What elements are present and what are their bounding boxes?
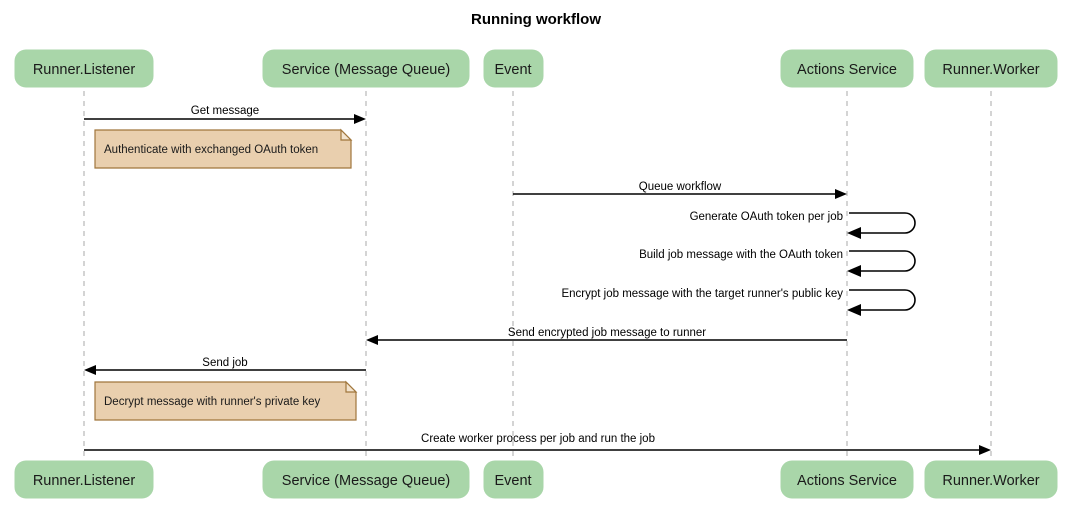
message-self-loop[interactable] (849, 250, 916, 272)
arrowhead-right-icon (835, 189, 847, 199)
participant-label: Actions Service (797, 473, 897, 489)
message-send-encrypted-job-message-to-runner[interactable]: Send encrypted job message to runner (366, 327, 847, 345)
message-label: Send job (202, 357, 247, 369)
note-label: Authenticate with exchanged OAuth token (104, 144, 318, 156)
participant-label: Service (Message Queue) (282, 62, 450, 78)
participants-top: Runner.Listener Service (Message Queue) … (14, 49, 1058, 88)
message-build-job-message-with-the-oauth-token[interactable]: Build job message with the OAuth token (639, 249, 916, 277)
participant-runner-listener-bottom[interactable]: Runner.Listener (14, 460, 154, 499)
participant-label: Event (494, 62, 531, 78)
message-encrypt-job-message-with-the-target-runners-public-key[interactable]: Encrypt job message with the target runn… (561, 288, 916, 316)
participant-label: Runner.Worker (942, 62, 1039, 78)
lifelines-group (83, 91, 992, 459)
participant-box[interactable] (14, 49, 154, 88)
arrowhead-left-icon (847, 265, 861, 277)
participant-box[interactable] (780, 49, 914, 88)
arrowhead-right-icon (979, 445, 991, 455)
arrowhead-left-icon (84, 365, 96, 375)
participant-actions-service-bottom[interactable]: Actions Service (780, 460, 914, 499)
message-queue-workflow[interactable]: Queue workflow (513, 181, 847, 199)
message-self-loop[interactable] (849, 212, 916, 234)
message-label: Send encrypted job message to runner (508, 327, 706, 339)
arrowhead-right-icon (354, 114, 366, 124)
arrowhead-left-icon (847, 227, 861, 239)
note-authenticate: Authenticate with exchanged OAuth token (94, 128, 353, 169)
participant-label: Runner.Listener (33, 473, 136, 489)
message-label: Build job message with the OAuth token (639, 249, 843, 261)
note-body (94, 381, 357, 421)
participant-label: Runner.Worker (942, 473, 1039, 489)
participant-actions-service-top[interactable]: Actions Service (780, 49, 914, 88)
message-send-job[interactable]: Send job (84, 357, 366, 375)
participant-service-message-queue-bottom[interactable]: Service (Message Queue) (262, 460, 470, 499)
message-label: Create worker process per job and run th… (421, 433, 655, 445)
arrowhead-left-icon (366, 335, 378, 345)
message-label: Get message (191, 105, 259, 117)
participant-label: Actions Service (797, 62, 897, 78)
participant-box[interactable] (924, 460, 1058, 499)
participant-service-message-queue-top[interactable]: Service (Message Queue) (262, 49, 470, 88)
message-create-worker-process-per-job-and-run-the-job[interactable]: Create worker process per job and run th… (84, 433, 991, 455)
message-label: Queue workflow (639, 181, 722, 193)
participant-box[interactable] (14, 460, 154, 499)
message-label: Encrypt job message with the target runn… (561, 288, 843, 300)
participant-label: Event (494, 473, 531, 489)
participants-bottom: Runner.Listener Service (Message Queue) … (14, 460, 1058, 499)
participant-runner-listener-top[interactable]: Runner.Listener (14, 49, 154, 88)
arrowhead-left-icon (847, 304, 861, 316)
page-title: Running workflow (471, 11, 601, 28)
note-decrypt: Decrypt message with runner's private ke… (94, 380, 358, 421)
participant-box[interactable] (262, 460, 470, 499)
participant-runner-worker-top[interactable]: Runner.Worker (924, 49, 1058, 88)
participant-event-top[interactable]: Event (483, 49, 544, 88)
participant-runner-worker-bottom[interactable]: Runner.Worker (924, 460, 1058, 499)
message-self-loop[interactable] (849, 289, 916, 311)
note-fold-corner-icon (345, 380, 358, 393)
note-label: Decrypt message with runner's private ke… (104, 396, 321, 408)
participant-event-bottom[interactable]: Event (483, 460, 544, 499)
message-get-message[interactable]: Get message (84, 105, 366, 124)
participant-box[interactable] (483, 49, 544, 88)
participant-box[interactable] (780, 460, 914, 499)
note-fold-corner-icon (340, 128, 353, 141)
note-body (94, 129, 352, 169)
participant-label: Service (Message Queue) (282, 473, 450, 489)
participant-label: Runner.Listener (33, 62, 136, 78)
participant-box[interactable] (483, 460, 544, 499)
message-generate-oauth-token-per-job[interactable]: Generate OAuth token per job (690, 211, 916, 239)
participant-box[interactable] (262, 49, 470, 88)
message-label: Generate OAuth token per job (690, 211, 843, 223)
participant-box[interactable] (924, 49, 1058, 88)
